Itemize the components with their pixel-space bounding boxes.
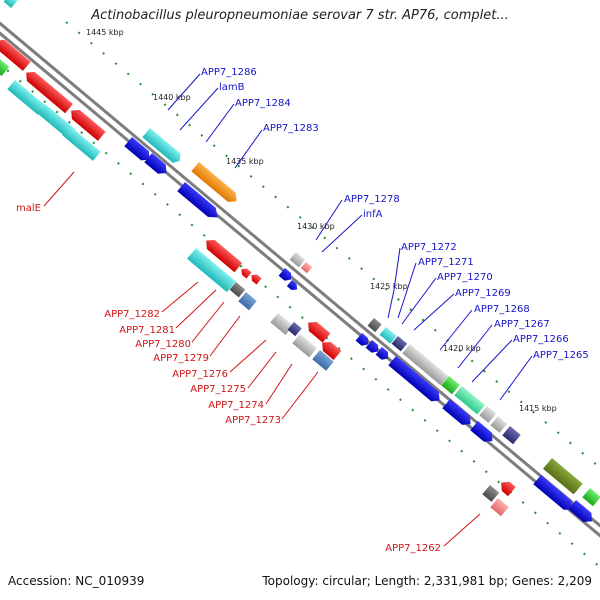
gene-reverse[interactable] [0, 54, 10, 77]
gene-reverse[interactable] [490, 498, 509, 517]
gene-forward[interactable] [177, 182, 221, 222]
gene-forward[interactable] [479, 406, 497, 423]
gene-label[interactable]: APP7_1268 [474, 304, 530, 315]
gene-reverse[interactable] [202, 236, 243, 273]
gene-reverse[interactable] [187, 248, 236, 293]
gene-forward[interactable] [124, 137, 153, 164]
gene-forward[interactable] [442, 399, 474, 429]
gene-label[interactable]: APP7_1278 [344, 194, 400, 205]
gene-forward[interactable] [543, 458, 583, 495]
gene-label[interactable]: APP7_1262 [385, 543, 441, 554]
gene-reverse[interactable] [312, 350, 334, 371]
gene-reverse[interactable] [0, 36, 31, 71]
gene-forward[interactable] [289, 252, 306, 268]
topology-label: Topology: circular; Length: 2,331,981 bp… [262, 574, 592, 588]
gene-reverse[interactable] [238, 292, 257, 311]
gene-forward[interactable] [367, 318, 382, 333]
tick-label: 1425 kbp [370, 282, 408, 291]
gene-label[interactable]: APP7_1284 [235, 98, 291, 109]
gene-label[interactable]: APP7_1274 [208, 400, 264, 411]
gene-reverse[interactable] [37, 104, 76, 139]
gene-label[interactable]: APP7_1279 [153, 353, 209, 364]
gene-forward[interactable] [286, 280, 300, 293]
accession-label: Accession: NC_010939 [8, 574, 145, 588]
gene-forward[interactable] [300, 262, 313, 274]
tick-label: 1445 kbp [86, 28, 124, 37]
forward-leader-lines [167, 73, 533, 401]
gene-label[interactable]: APP7_1273 [225, 415, 281, 426]
gene-reverse[interactable] [229, 282, 246, 298]
gene-reverse[interactable] [482, 485, 500, 502]
gene-reverse[interactable] [67, 106, 106, 141]
gene-label[interactable]: APP7_1267 [494, 319, 550, 330]
gene-forward[interactable] [470, 421, 496, 446]
gene-reverse[interactable] [239, 266, 252, 279]
gene-forward[interactable] [533, 475, 576, 514]
reverse-leader-lines [43, 171, 481, 547]
forward-gene-labels: APP7_1286 lamB APP7_1284 APP7_1283 APP7_… [201, 67, 589, 361]
genome-backbone [0, 21, 600, 538]
gene-reverse[interactable] [497, 478, 516, 497]
tick-label: 1440 kbp [153, 93, 191, 102]
gene-forward[interactable] [3, 0, 18, 9]
reverse-gene-labels: malE APP7_1282 APP7_1281 APP7_1280 APP7_… [16, 203, 441, 554]
gene-reverse[interactable] [62, 126, 101, 161]
gene-label[interactable]: APP7_1282 [104, 309, 160, 320]
gene-forward[interactable] [355, 333, 372, 348]
gene-label[interactable]: malE [16, 203, 41, 214]
tick-label: 1430 kbp [297, 222, 335, 231]
gene-label[interactable]: APP7_1283 [263, 123, 319, 134]
gene-reverse[interactable] [287, 322, 302, 337]
gene-reverse[interactable] [249, 272, 262, 285]
gene-label[interactable]: APP7_1270 [437, 272, 493, 283]
gene-label[interactable]: APP7_1276 [172, 369, 228, 380]
reverse-genes [0, 36, 516, 517]
gene-label[interactable]: APP7_1272 [401, 242, 457, 253]
tick-label: 1415 kbp [519, 404, 557, 413]
gene-label[interactable]: lamB [219, 82, 245, 93]
gene-reverse[interactable] [7, 80, 46, 115]
gene-reverse[interactable] [318, 338, 342, 361]
gene-forward[interactable] [278, 268, 295, 283]
gene-forward[interactable] [454, 386, 485, 415]
gene-forward[interactable] [379, 327, 397, 344]
gene-label[interactable]: APP7_1281 [119, 325, 175, 336]
gene-forward[interactable] [490, 416, 508, 433]
tick-dot-tracks [0, 21, 600, 568]
gene-forward[interactable] [365, 340, 382, 355]
gene-label[interactable]: APP7_1269 [455, 288, 511, 299]
gene-forward[interactable] [391, 336, 408, 352]
tick-labels: 1445 kbp 1440 kbp 1435 kbp 1430 kbp 1425… [86, 28, 557, 413]
gene-label[interactable]: APP7_1286 [201, 67, 257, 78]
gene-reverse[interactable] [22, 68, 73, 114]
tick-label: 1435 kbp [226, 157, 264, 166]
gene-forward[interactable] [441, 376, 460, 395]
gene-forward[interactable] [582, 488, 600, 507]
gene-label[interactable]: infA [363, 209, 383, 220]
gene-forward[interactable] [388, 356, 443, 405]
gene-reverse[interactable] [270, 313, 294, 336]
gene-label[interactable]: APP7_1271 [418, 257, 474, 268]
gene-label[interactable]: APP7_1280 [135, 339, 191, 350]
gene-label[interactable]: APP7_1266 [513, 334, 569, 345]
gene-forward[interactable] [375, 347, 392, 362]
gene-reverse[interactable] [304, 318, 331, 343]
map-title: Actinobacillus pleuropneumoniae serovar … [91, 8, 509, 23]
forward-genes [3, 0, 600, 526]
gene-forward[interactable] [568, 500, 596, 526]
gene-label[interactable]: APP7_1275 [190, 384, 246, 395]
gene-forward[interactable] [402, 344, 449, 386]
tick-label: 1420 kbp [443, 344, 481, 353]
gene-label[interactable]: APP7_1265 [533, 350, 589, 361]
gene-forward[interactable] [142, 128, 183, 165]
gene-forward[interactable] [502, 426, 521, 445]
gene-reverse[interactable] [292, 334, 317, 358]
gene-forward[interactable] [144, 153, 170, 178]
gene-forward[interactable] [191, 162, 240, 206]
